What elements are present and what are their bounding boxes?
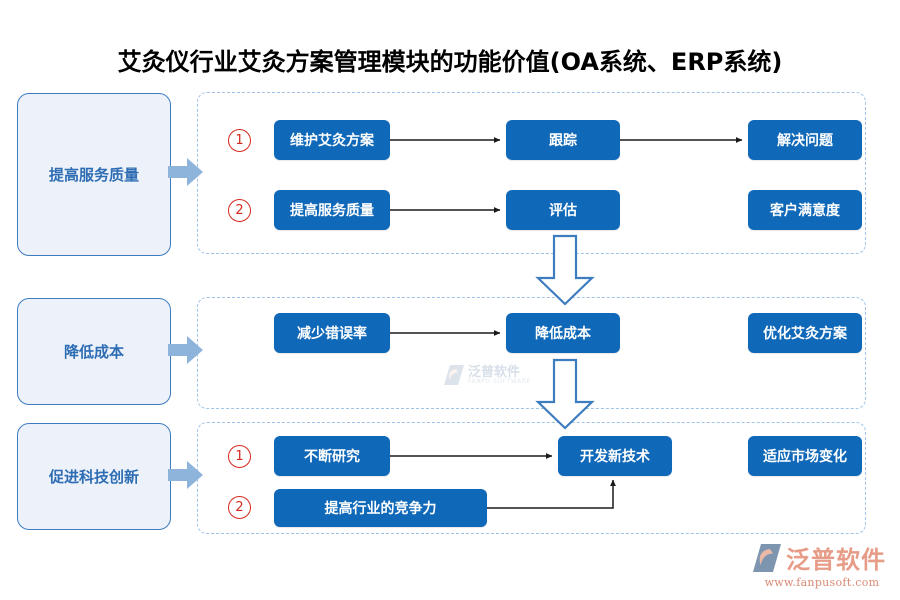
step-marker-3-2: 2 [228, 496, 251, 519]
category-label: 促进科技创新 [48, 468, 139, 486]
node-label: 适应市场变化 [763, 449, 847, 465]
watermark-cn: 泛普软件 [468, 364, 521, 380]
watermark-text: 泛普软件 FANPU SOFTWARE [468, 366, 531, 385]
step-marker-label: 2 [235, 203, 244, 218]
node-improve-industry-competitiveness[interactable]: 提高行业的竞争力 [274, 489, 487, 527]
flow-down-arrow-icon-2 [535, 358, 595, 430]
step-marker-label: 1 [235, 133, 244, 148]
watermark-en: FANPU SOFTWARE [468, 377, 532, 385]
category-card-cost-reduction[interactable]: 降低成本 [17, 298, 171, 405]
node-label: 提高服务质量 [290, 203, 374, 219]
node-label: 评估 [549, 203, 577, 219]
node-label: 不断研究 [304, 449, 360, 465]
logo-company-name: 泛普软件 [786, 546, 886, 574]
node-continuous-research[interactable]: 不断研究 [274, 436, 390, 476]
category-label: 提高服务质量 [48, 166, 139, 184]
fanpu-logo-icon [753, 543, 781, 572]
node-reduce-error-rate[interactable]: 减少错误率 [274, 313, 390, 353]
company-logo: 泛普软件 www.fanpusoft.com [752, 540, 892, 592]
step-marker-label: 1 [235, 449, 244, 464]
node-solve-problem[interactable]: 解决问题 [748, 120, 862, 160]
node-tracking[interactable]: 跟踪 [506, 120, 620, 160]
node-customer-satisfaction[interactable]: 客户满意度 [748, 190, 862, 230]
node-label: 优化艾灸方案 [763, 326, 847, 342]
node-label: 提高行业的竞争力 [324, 501, 437, 517]
node-develop-new-technology[interactable]: 开发新技术 [558, 436, 672, 476]
logo-url: www.fanpusoft.com [764, 576, 880, 589]
step-marker-label: 2 [235, 500, 244, 515]
node-evaluation[interactable]: 评估 [506, 190, 620, 230]
node-optimize-moxibustion-plan[interactable]: 优化艾灸方案 [748, 313, 862, 353]
node-label: 维护艾灸方案 [290, 133, 374, 149]
watermark-logo-icon [444, 365, 464, 385]
category-label: 降低成本 [63, 343, 124, 361]
node-label: 客户满意度 [770, 203, 840, 219]
category-card-service-quality[interactable]: 提高服务质量 [17, 93, 171, 256]
category-pointer-arrow-icon-1 [168, 158, 203, 186]
node-label: 降低成本 [535, 326, 591, 342]
node-improve-service-quality[interactable]: 提高服务质量 [274, 190, 390, 230]
step-marker-3-1: 1 [228, 445, 251, 468]
node-label: 解决问题 [777, 133, 833, 149]
step-marker-1-1: 1 [228, 129, 251, 152]
node-label: 开发新技术 [580, 449, 650, 465]
step-marker-1-2: 2 [228, 199, 251, 222]
logo-row: 泛普软件 [752, 540, 892, 575]
category-card-innovation[interactable]: 促进科技创新 [17, 423, 171, 530]
node-label: 减少错误率 [297, 326, 367, 342]
node-reduce-cost[interactable]: 降低成本 [506, 313, 620, 353]
watermark: 泛普软件 FANPU SOFTWARE [443, 358, 555, 392]
category-pointer-arrow-icon-2 [168, 336, 203, 364]
node-label: 跟踪 [549, 133, 577, 149]
category-pointer-arrow-icon-3 [168, 461, 203, 489]
node-maintain-moxibustion-plan[interactable]: 维护艾灸方案 [274, 120, 390, 160]
flow-down-arrow-icon-1 [535, 234, 595, 306]
node-adapt-market-change[interactable]: 适应市场变化 [748, 436, 862, 476]
page-title: 艾灸仪行业艾灸方案管理模块的功能价值(OA系统、ERP系统) [117, 48, 783, 76]
